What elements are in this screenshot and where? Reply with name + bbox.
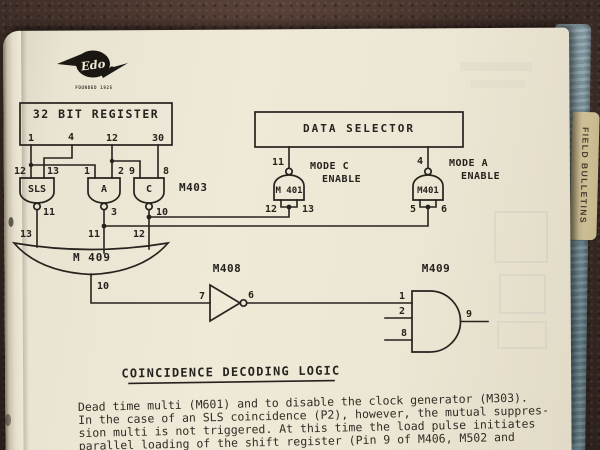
logo-oval-icon — [76, 50, 110, 78]
c-gate-label: C — [146, 184, 152, 195]
company-logo: Edo FOUNDED 1925 — [57, 50, 128, 90]
register-pin-1: 1 — [28, 133, 34, 144]
m403-chip-label: M403 — [179, 181, 208, 194]
c-out-pin: 10 — [156, 207, 168, 218]
mode-c-caption-1: MODE C — [310, 161, 349, 172]
diagram-caption: COINCIDENCE DECODING LOGIC — [121, 363, 341, 385]
page-showthrough-ghost — [460, 62, 548, 349]
mode-c-out-pin: 11 — [272, 157, 284, 168]
inverter-chip: M408 — [213, 262, 242, 275]
data-selector-title: DATA SELECTOR — [303, 122, 415, 135]
c-nand-gate: C 10 — [133, 177, 168, 218]
and-in-1: 1 — [399, 291, 405, 302]
or-gate-chip: M 409 — [73, 251, 111, 264]
register-title: 32 BIT REGISTER — [33, 107, 159, 121]
mode-c-in1: 12 — [265, 204, 277, 215]
and-gate-chip: M409 — [422, 262, 451, 275]
mode-a-chip: M401 — [417, 186, 439, 196]
c-in2-label: 8 — [163, 166, 169, 177]
mode-c-chip: M 401 — [275, 186, 302, 196]
or-in-11: 11 — [88, 229, 100, 240]
and-gate-m409: M409 1 2 8 9 — [399, 262, 472, 353]
and-in-8: 8 — [401, 328, 407, 339]
c-in1-label: 9 — [129, 166, 135, 177]
wires — [28, 144, 489, 341]
or-in-12: 12 — [133, 229, 145, 240]
a-gate-label: A — [101, 184, 107, 195]
mode-a-caption-2: ENABLE — [461, 171, 500, 182]
sls-gate-label: SLS — [28, 184, 46, 195]
inverter-m408: M408 7 6 — [199, 262, 254, 323]
body-text-block: Dead time multi (M601) and to disable th… — [78, 391, 549, 450]
or-in-13: 13 — [20, 229, 32, 240]
mode-c-caption-2: ENABLE — [322, 174, 361, 185]
sls-in2-label: 13 — [47, 166, 59, 177]
register-pin-30: 30 — [152, 133, 164, 144]
a-in2-label: 2 — [118, 166, 124, 177]
sls-out-pin: 11 — [43, 207, 55, 218]
and-out-pin: 9 — [466, 309, 472, 320]
register-pin-4: 4 — [68, 132, 74, 143]
mode-c-in2: 13 — [302, 204, 314, 215]
logo-dot-icon — [109, 66, 115, 72]
register-box: 32 BIT REGISTER 1 4 12 30 — [19, 102, 173, 146]
data-selector-box: DATA SELECTOR — [254, 111, 464, 148]
logo-subtext: FOUNDED 1925 — [75, 85, 112, 90]
mode-a-caption-1: MODE A — [449, 158, 488, 169]
and-in-2: 2 — [399, 306, 405, 317]
caption-text: COINCIDENCE DECODING LOGIC — [121, 363, 340, 380]
mode-c-enable-gate: M 401 11 MODE C ENABLE 12 13 — [265, 157, 361, 215]
mode-a-out-pin: 4 — [417, 156, 423, 167]
logo-script: Edo — [79, 57, 106, 74]
register-pin-12: 12 — [106, 133, 118, 144]
inverter-out-pin: 6 — [248, 290, 254, 301]
page-edge-marks — [5, 217, 14, 426]
a-in1-label: 1 — [84, 166, 90, 177]
or-out-pin: 10 — [97, 281, 109, 292]
mode-a-in1: 5 — [410, 204, 416, 215]
inverter-in-pin: 7 — [199, 291, 205, 302]
mode-a-in2: 6 — [441, 204, 447, 215]
m403-input-pin-labels: 12 13 1 2 9 8 — [14, 166, 169, 177]
or-gate-m409: M 409 13 11 12 10 — [11, 229, 171, 292]
a-nand-gate: A 3 — [87, 177, 121, 218]
a-out-pin: 3 — [111, 207, 117, 218]
sls-nand-gate: SLS 11 — [19, 177, 55, 218]
mode-a-enable-gate: M401 4 MODE A ENABLE 5 6 — [410, 156, 500, 215]
sls-in1-label: 12 — [14, 166, 26, 177]
